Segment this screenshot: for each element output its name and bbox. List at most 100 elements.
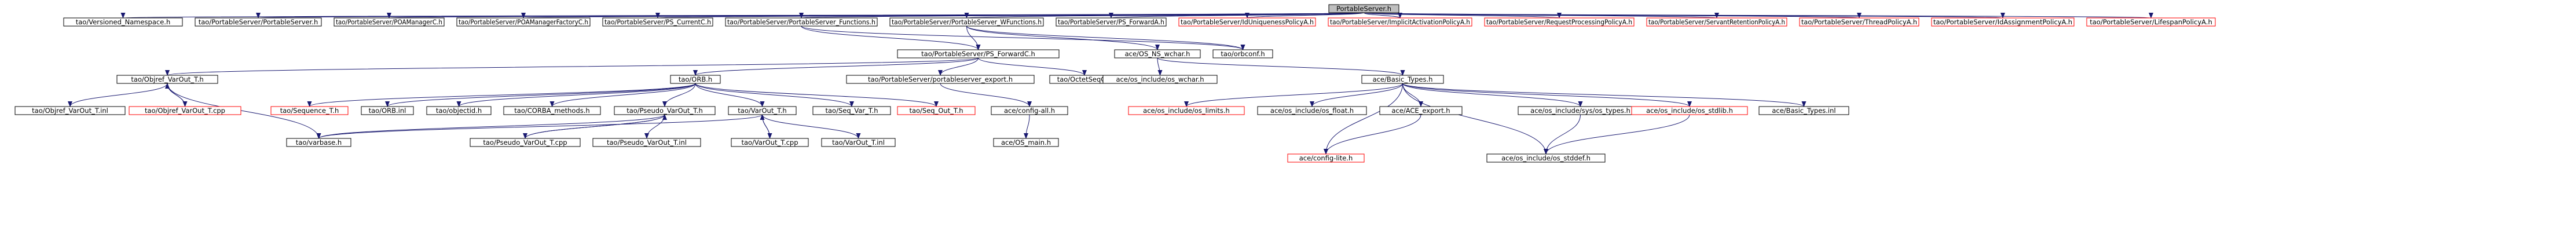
file-node-box xyxy=(812,106,891,115)
file-node-vns[interactable]: tao/Versioned_Namespace.h xyxy=(63,17,183,27)
file-node-poam[interactable]: tao/PortableServer/POAManagerC.h xyxy=(334,17,445,27)
file-node-seqvar[interactable]: tao/Seq_Var_T.h xyxy=(812,106,891,115)
file-node-corbam[interactable]: tao/CORBA_methods.h xyxy=(503,106,601,115)
include-edge-psfwdc-to-orb xyxy=(693,57,979,76)
file-node-cfgall[interactable]: ace/config-all.h xyxy=(991,106,1068,115)
include-edge-osstdlib-to-osstddef xyxy=(1544,114,1690,155)
file-node-psfun[interactable]: tao/PortableServer/PortableServer_Functi… xyxy=(725,17,878,27)
file-node-osfloat[interactable]: ace/os_include/os_float.h xyxy=(1257,106,1367,115)
file-node-label: tao/Pseudo_VarOut_T.cpp xyxy=(483,138,567,147)
file-node-label: tao/orbconf.h xyxy=(1221,50,1265,58)
include-edge-pswfun-to-osns xyxy=(966,25,1160,50)
file-node-box xyxy=(1631,106,1748,115)
file-node-osmain[interactable]: ace/OS_main.h xyxy=(993,138,1059,147)
include-edge-root-to-reqproc xyxy=(1364,12,1562,19)
file-node-box xyxy=(1799,17,1919,27)
file-node-box xyxy=(1178,17,1316,27)
file-node-octet[interactable]: tao/OctetSeqC.h xyxy=(1049,75,1120,84)
file-node-varbase[interactable]: tao/varbase.h xyxy=(286,138,351,147)
file-node-basic[interactable]: ace/Basic_Types.h xyxy=(1361,75,1444,84)
include-edge-basic-to-cfglite xyxy=(1324,83,1403,155)
file-node-label: ace/Basic_Types.h xyxy=(1373,75,1433,83)
file-node-label: ace/ACE_export.h xyxy=(1391,107,1450,115)
file-node-lifespan[interactable]: tao/PortableServer/LifespanPolicyA.h xyxy=(2086,17,2216,27)
include-edge-osns-to-oswchar xyxy=(1157,57,1163,76)
file-node-oswchar[interactable]: ace/os_include/os_wchar.h xyxy=(1102,75,1218,84)
file-node-box xyxy=(592,138,701,147)
file-node-ostypes[interactable]: ace/os_include/sys/os_types.h xyxy=(1518,106,1643,115)
file-node-label: tao/ORB.h xyxy=(679,75,712,83)
file-node-box xyxy=(14,106,126,115)
file-node-seq[interactable]: tao/Sequence_T.h xyxy=(270,106,349,115)
file-node-box xyxy=(846,75,1035,84)
include-edge-root-to-implact xyxy=(1364,12,1402,19)
file-node-seqout[interactable]: tao/Seq_Out_T.h xyxy=(897,106,976,115)
file-node-ps_ps[interactable]: tao/PortableServer/PortableServer.h xyxy=(195,17,322,27)
file-node-box xyxy=(993,138,1059,147)
file-node-thread[interactable]: tao/PortableServer/ThreadPolicyA.h xyxy=(1799,17,1919,27)
include-edge-orb-to-seqout xyxy=(695,83,939,107)
file-node-osns[interactable]: ace/OS_NS_wchar.h xyxy=(1114,49,1201,58)
file-node-label: tao/CORBA_methods.h xyxy=(514,107,589,115)
file-node-aceexp[interactable]: ace/ACE_export.h xyxy=(1379,106,1463,115)
file-node-basicinl[interactable]: ace/Basic_Types.inl xyxy=(1758,106,1849,115)
file-node-label: tao/PortableServer/PS_ForwardC.h xyxy=(921,50,1035,58)
file-node-box xyxy=(1328,17,1472,27)
file-node-orbconf[interactable]: tao/orbconf.h xyxy=(1212,49,1273,58)
file-node-label: tao/objectid.h xyxy=(436,107,482,115)
file-node-box xyxy=(889,17,1044,27)
file-node-box xyxy=(1646,17,1787,27)
file-node-box xyxy=(1758,106,1849,115)
include-edge-objvar_cpp-to-objvar xyxy=(165,83,185,107)
file-node-oslimits[interactable]: ace/os_include/os_limits.h xyxy=(1128,106,1245,115)
file-node-objvar_cpp[interactable]: tao/Objref_VarOut_T.cpp xyxy=(129,106,241,115)
file-node-box xyxy=(361,106,414,115)
file-node-varout[interactable]: tao/VarOut_T.h xyxy=(728,106,797,115)
include-edge-cfgall-to-osmain xyxy=(1024,114,1030,139)
file-node-osstddef[interactable]: ace/os_include/os_stddef.h xyxy=(1486,153,1606,163)
file-node-objectid[interactable]: tao/objectid.h xyxy=(426,106,492,115)
file-node-box xyxy=(1128,106,1245,115)
include-edge-pseudo-to-varbase xyxy=(316,114,665,139)
file-node-psfwdc[interactable]: tao/PortableServer/PS_ForwardC.h xyxy=(897,49,1060,58)
file-node-objvar[interactable]: tao/Objref_VarOut_T.h xyxy=(116,75,218,84)
file-node-pseudo_cpp[interactable]: tao/Pseudo_VarOut_T.cpp xyxy=(470,138,581,147)
file-node-implact[interactable]: tao/PortableServer/ImplicitActivationPol… xyxy=(1328,17,1472,27)
file-node-orbinl[interactable]: tao/ORB.inl xyxy=(361,106,414,115)
file-node-root: PortableServer.h xyxy=(1328,4,1399,13)
file-node-orb[interactable]: tao/ORB.h xyxy=(670,75,721,84)
file-node-box xyxy=(270,106,349,115)
file-node-pseudo[interactable]: tao/Pseudo_VarOut_T.h xyxy=(614,106,716,115)
file-node-pseudo_inl[interactable]: tao/Pseudo_VarOut_T.inl xyxy=(592,138,701,147)
file-node-poamf[interactable]: tao/PortableServer/POAManagerFactoryC.h xyxy=(456,17,591,27)
file-node-label: ace/os_include/os_limits.h xyxy=(1143,107,1230,115)
file-node-box xyxy=(1379,106,1463,115)
file-node-cfglite[interactable]: ace/config-lite.h xyxy=(1287,153,1365,163)
include-edge-pswfun-to-orbconf xyxy=(966,25,1245,50)
include-edge-orb-to-pseudo xyxy=(662,83,696,107)
file-node-objvar_inl[interactable]: tao/Objref_VarOut_T.inl xyxy=(14,106,126,115)
file-node-pscur[interactable]: tao/PortableServer/PS_CurrentC.h xyxy=(602,17,713,27)
file-node-label: PortableServer.h xyxy=(1336,5,1391,13)
file-node-varout_inl[interactable]: tao/VarOut_T.inl xyxy=(821,138,896,147)
file-node-servret[interactable]: tao/PortableServer/ServantRetentionPolic… xyxy=(1646,17,1787,27)
include-edge-basic-to-ostypes xyxy=(1402,83,1583,107)
file-node-box xyxy=(334,17,445,27)
file-node-psfwdh[interactable]: tao/PortableServer/PS_ForwardA.h xyxy=(1056,17,1167,27)
file-node-varout_cpp[interactable]: tao/VarOut_T.cpp xyxy=(731,138,809,147)
file-node-osstdlib[interactable]: ace/os_include/os_stdlib.h xyxy=(1631,106,1748,115)
file-node-box xyxy=(897,106,976,115)
include-edge-root-to-iduniq xyxy=(1245,12,1364,19)
file-node-iduniq[interactable]: tao/PortableServer/IdUniquenessPolicyA.h xyxy=(1178,17,1316,27)
file-node-label: tao/PortableServer/PortableServer_Functi… xyxy=(727,18,875,26)
file-node-label: tao/PortableServer/RequestProcessingPoli… xyxy=(1486,18,1632,26)
file-node-label: ace/os_include/os_wchar.h xyxy=(1116,75,1204,83)
file-node-label: ace/os_include/sys/os_types.h xyxy=(1530,107,1630,115)
file-node-label: tao/VarOut_T.cpp xyxy=(741,138,798,147)
file-node-psexp[interactable]: tao/PortableServer/portableserver_export… xyxy=(846,75,1035,84)
file-node-box xyxy=(1257,106,1367,115)
file-node-label: tao/Sequence_T.h xyxy=(280,107,339,115)
file-node-idassign[interactable]: tao/PortableServer/IdAssignmentPolicyA.h xyxy=(1931,17,2075,27)
file-node-pswfun[interactable]: tao/PortableServer/PortableServer_WFunct… xyxy=(889,17,1044,27)
file-node-reqproc[interactable]: tao/PortableServer/RequestProcessingPoli… xyxy=(1484,17,1635,27)
